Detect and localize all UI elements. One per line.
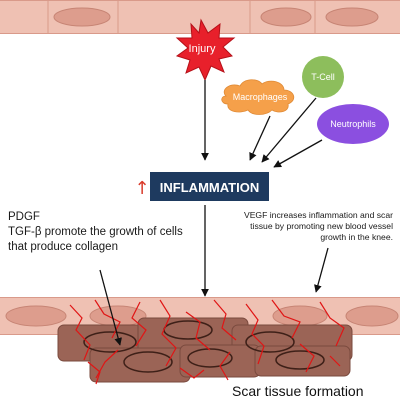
vegf-note: VEGF increases inflammation and scar tis… [243,210,393,242]
neutrophils-arrow [273,139,323,168]
neutrophils: Neutrophils [317,104,389,144]
injury-label: Injury [189,43,216,55]
t-cell-label: T-Cell [311,72,335,82]
arrows-to-inflammation [201,80,323,168]
vegf-arrow [314,247,329,293]
increase-arrow-icon: ↑ [134,178,149,199]
inflammation-box: INFLAMMATION [150,172,269,201]
growth-factor-note: PDGF TGF-β promote the growth of cells t… [8,210,183,255]
neutrophils-label: Neutrophils [330,119,376,129]
pdgf-text: PDGF [8,211,40,223]
tcell-arrow [261,97,317,163]
macrophages-label: Macrophages [233,92,288,102]
inflammation-label: INFLAMMATION [160,180,259,195]
tgf-text: TGF-β promote the growth of cells [8,226,183,238]
macrophages-arrow [249,115,271,161]
growth-factor-arrow [99,269,122,346]
macrophages-cloud: Macrophages [221,79,295,115]
arrows-to-scar [99,205,329,346]
collagen-text: that produce collagen [8,241,118,253]
t-cell: T-Cell [302,56,344,98]
diagram-caption: Scar tissue formation [232,383,364,399]
